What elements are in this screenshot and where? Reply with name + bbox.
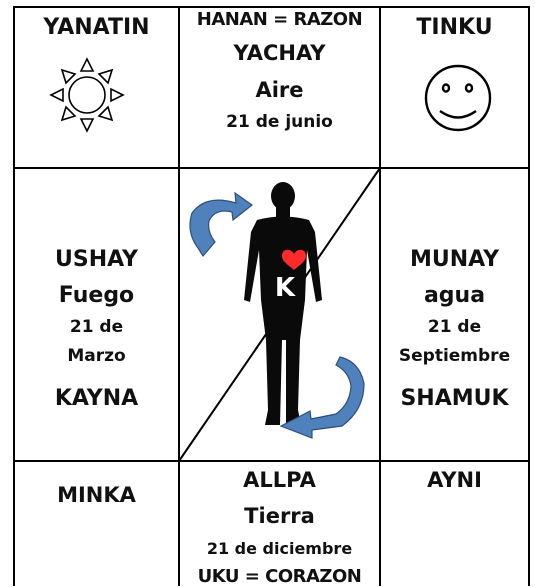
cell-line-marzo: Marzo xyxy=(67,346,126,366)
curved-arrow-icon xyxy=(189,191,254,258)
cell-line-kayna: KAYNA xyxy=(54,386,139,411)
cell-line-munay: MUNAY xyxy=(409,247,500,272)
cell-line-date-december: 21 de diciembre xyxy=(206,539,353,558)
heart-icon xyxy=(282,249,306,270)
cell-line-agua: agua xyxy=(423,283,486,308)
cell-line-tierra: Tierra xyxy=(244,504,315,528)
cell-line-allpa: ALLPA xyxy=(243,468,316,492)
cell-title-yanatin: YANATIN xyxy=(43,15,150,40)
sun-icon xyxy=(49,57,125,133)
cell-line-21-de-left: 21 de xyxy=(69,317,124,337)
smiley-face-icon xyxy=(424,64,492,132)
cell-line-yachay: YACHAY xyxy=(233,41,326,65)
cell-title-ayni: AYNI xyxy=(427,468,482,492)
curved-arrow-icon xyxy=(279,356,365,439)
cell-line-aire: Aire xyxy=(255,78,304,102)
cell-line-fuego: Fuego xyxy=(58,283,135,308)
cell-line-uku-corazon: UKU = CORAZON xyxy=(197,566,362,587)
cell-line-septiembre: Septiembre xyxy=(398,346,511,366)
cell-line-hanan-razon: HANAN = RAZON xyxy=(196,9,363,30)
center-letter-k: K xyxy=(274,273,296,303)
cell-line-date-june: 21 de junio xyxy=(226,112,333,132)
cell-line-shamuk: SHAMUK xyxy=(400,386,509,411)
cell-line-21-de-right: 21 de xyxy=(427,317,482,337)
human-silhouette-icon xyxy=(244,182,322,425)
cell-title-tinku: TINKU xyxy=(416,15,493,40)
cell-title-minka: MINKA xyxy=(57,483,136,507)
cell-line-ushay: USHAY xyxy=(55,247,138,272)
